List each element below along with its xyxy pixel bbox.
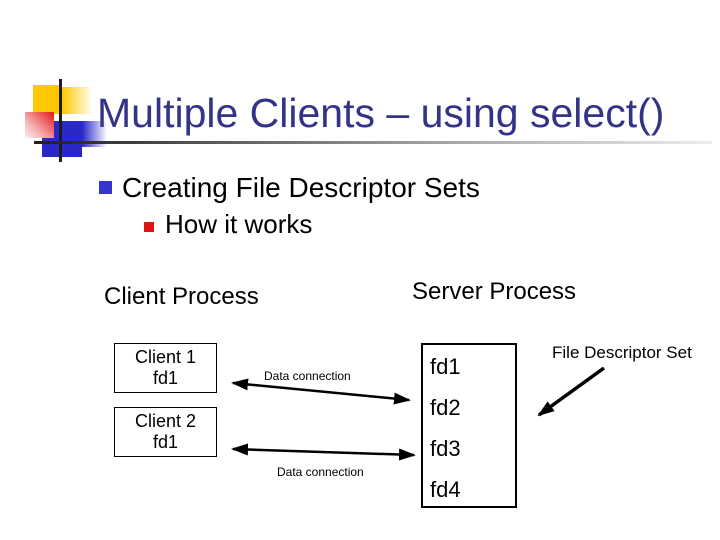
file-descriptor-set-label: File Descriptor Set xyxy=(552,343,692,362)
slide-title: Multiple Clients – using select() xyxy=(97,90,665,136)
data-connection-arrow-1 xyxy=(231,378,411,405)
data-connection-arrow-2 xyxy=(231,443,416,461)
deco-red-square xyxy=(25,112,54,138)
client-process-label: Client Process xyxy=(104,283,259,310)
client1-title: Client 1 xyxy=(134,347,197,367)
client2-fd: fd1 xyxy=(152,432,179,452)
client2-box: Client 2 fd1 xyxy=(114,407,217,457)
client2-title: Client 2 xyxy=(134,411,197,431)
server-box: fd1 fd2 fd3 fd4 xyxy=(421,343,517,508)
title-underline xyxy=(34,141,712,144)
bullet-square-level1 xyxy=(99,181,112,194)
client1-box: Client 1 fd1 xyxy=(114,343,217,393)
file-descriptor-set-arrow xyxy=(537,366,606,417)
server-fd-row: fd1 xyxy=(430,354,461,379)
server-fd-row: fd3 xyxy=(430,436,461,461)
data-connection-label-2: Data connection xyxy=(277,465,364,479)
client1-fd: fd1 xyxy=(152,368,179,388)
bullet-square-level2 xyxy=(144,222,154,232)
server-process-label: Server Process xyxy=(412,278,577,305)
data-connection-label-1: Data connection xyxy=(264,369,351,383)
server-fd-row: fd2 xyxy=(430,395,461,420)
deco-vertical-line xyxy=(59,79,62,162)
deco-yellow-fade-square xyxy=(62,87,93,114)
server-fd-row: fd4 xyxy=(430,477,461,502)
deco-yellow-square xyxy=(33,85,62,114)
bullet-text-level1: Creating File Descriptor Sets xyxy=(122,172,480,203)
bullet-text-level2: How it works xyxy=(165,209,313,239)
